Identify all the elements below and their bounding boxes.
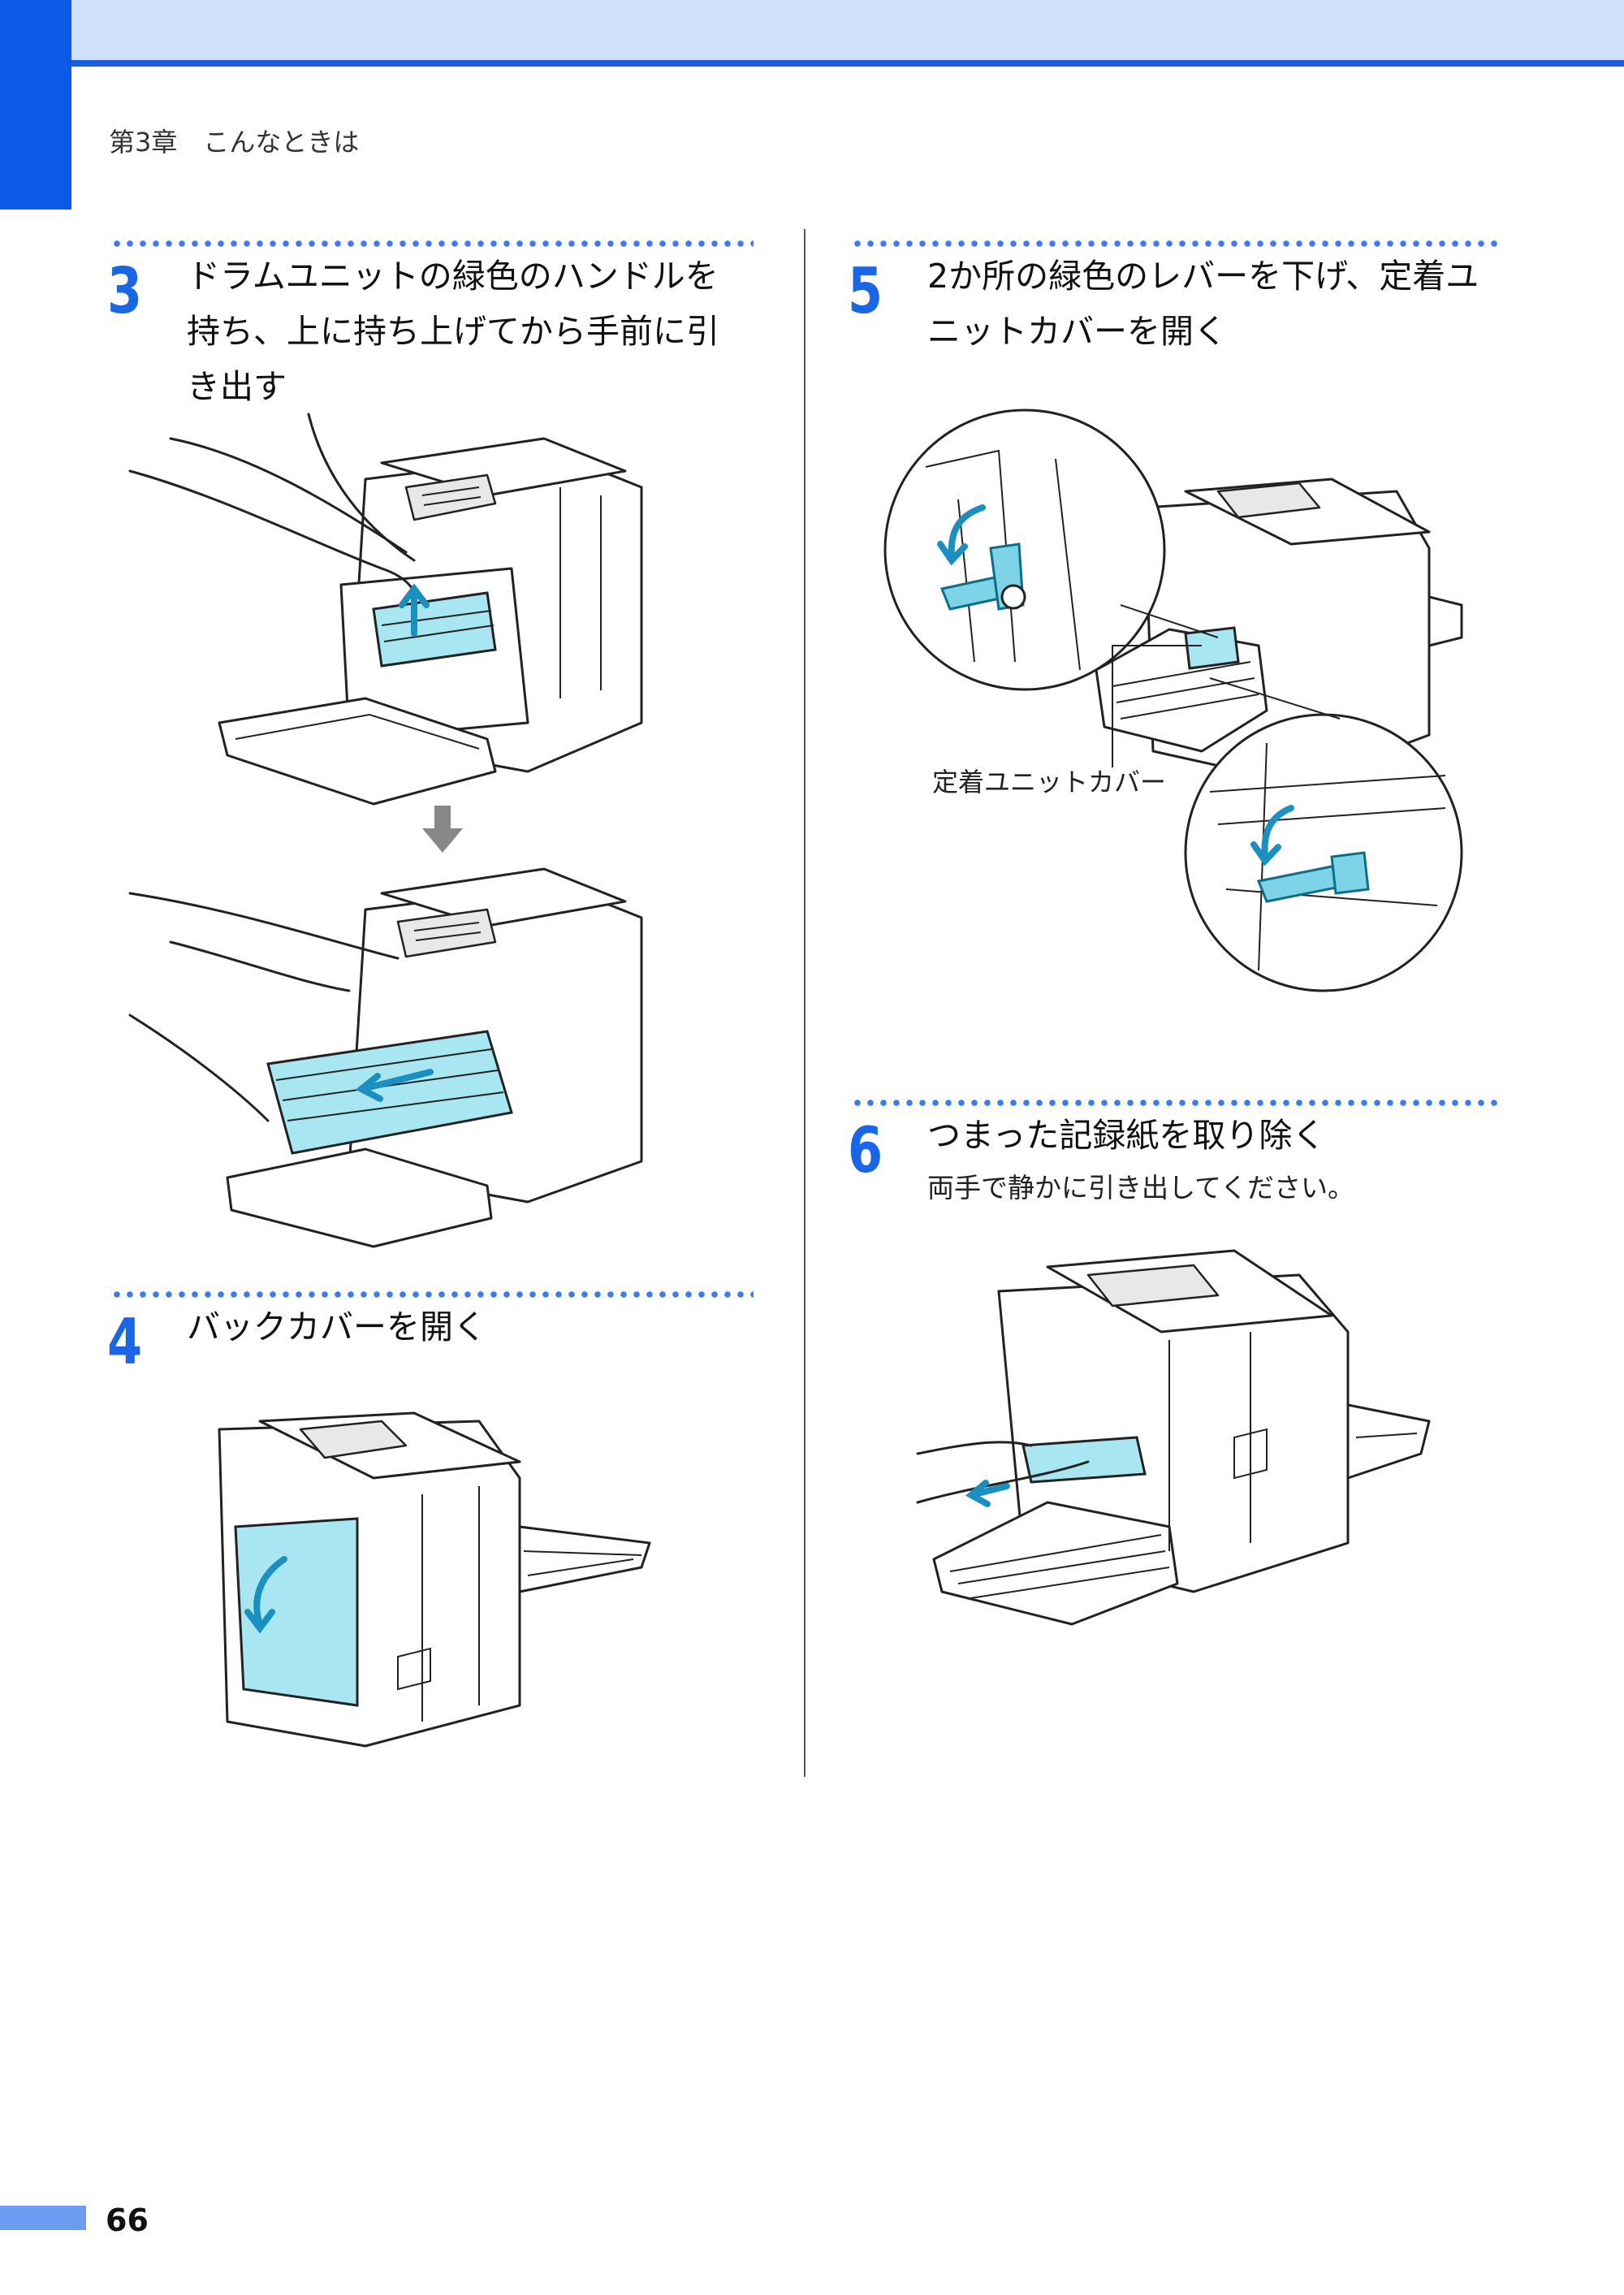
step-number: 6 [848, 1113, 883, 1187]
down-arrow-icon [422, 806, 463, 853]
step-title: ドラムユニットの緑色のハンドルを 持ち、上に持ち上げてから手前に引 き出す [187, 249, 719, 414]
step-title-line: 持ち、上に持ち上げてから手前に引 [187, 312, 719, 351]
chapter-heading: 第3章 こんなときは [109, 127, 360, 158]
back-cover-illustration [218, 1411, 651, 1748]
header-rule [0, 60, 1624, 67]
step-title-line: ニットカバーを開く [927, 312, 1227, 351]
step-title-line: 2か所の緑色のレバーを下げ、定着ユ [927, 257, 1479, 296]
chapter-tab [0, 0, 71, 210]
step-number: 5 [848, 253, 883, 328]
step-title: 2か所の緑色のレバーを下げ、定着ユ ニットカバーを開く [927, 249, 1479, 359]
step-number: 4 [107, 1304, 143, 1379]
step-title-line: ドラムユニットの緑色のハンドルを [187, 257, 719, 296]
step-title-line: き出す [187, 367, 287, 406]
step-title-line: つまった記録紙を取り除く [927, 1116, 1326, 1155]
remove-paper-illustration [916, 1249, 1431, 1626]
drum-pull-illustration [128, 867, 643, 1248]
callout-label: 定着ユニットカバー [932, 767, 1167, 797]
step-number: 3 [107, 253, 143, 328]
step-title-line: バックカバーを開く [187, 1307, 486, 1346]
step-separator [110, 1291, 754, 1298]
step-separator [110, 240, 754, 247]
column-divider [804, 229, 806, 1777]
drum-lift-illustration [128, 413, 643, 806]
step-title: つまった記録紙を取り除く [927, 1108, 1325, 1163]
step-subtext: 両手で静かに引き出してください。 [927, 1172, 1355, 1204]
fuser-cover-illustration [883, 408, 1463, 992]
page-number: 66 [106, 2202, 149, 2238]
header-band [0, 0, 1624, 63]
step-separator [851, 1100, 1497, 1106]
page-tab [0, 2206, 86, 2230]
step-title: バックカバーを開く [187, 1299, 486, 1355]
step-separator [851, 240, 1497, 247]
